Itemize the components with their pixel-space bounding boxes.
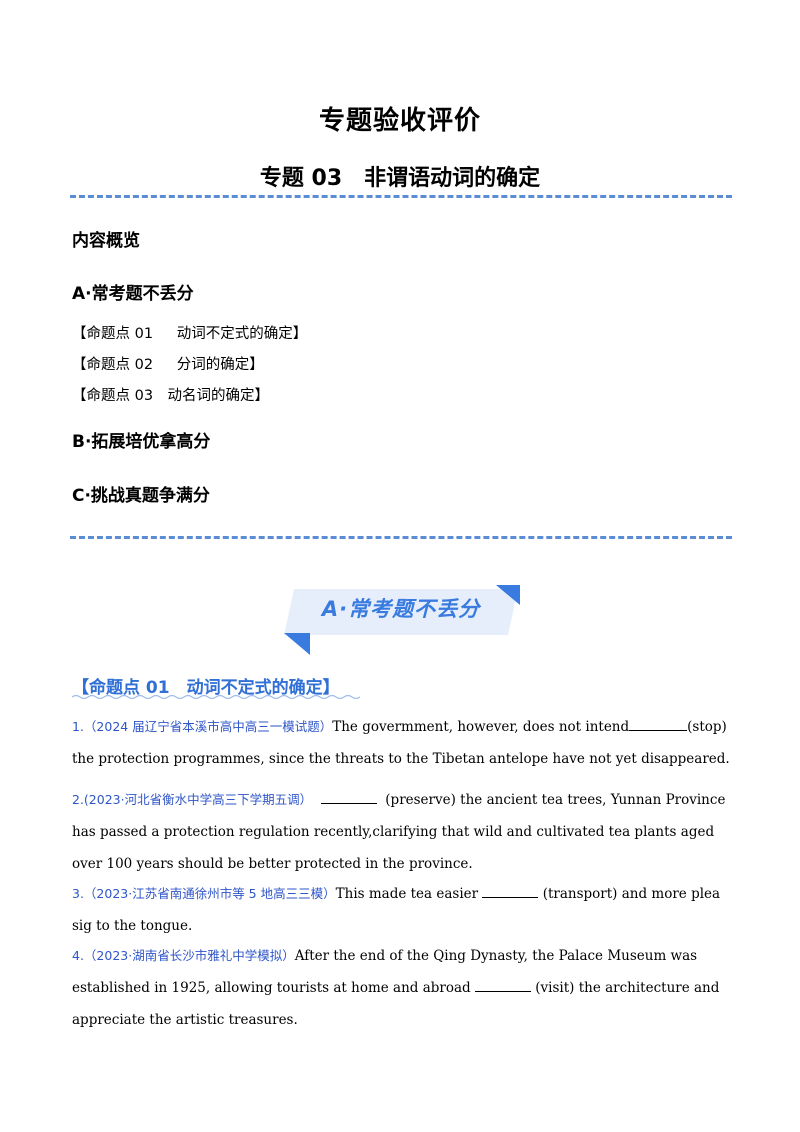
divider-bottom xyxy=(70,536,732,539)
question-source: 3.（2023·江苏省南通徐州市等 5 地高三三模） xyxy=(72,886,336,901)
question-text: This made tea easier xyxy=(335,886,479,902)
divider-top xyxy=(70,195,732,198)
question-text: (preserve) the ancient tea trees, Yunnan… xyxy=(72,792,726,872)
question-text: The govermment, however, does not intend xyxy=(332,719,630,735)
question-text: After the end of the Qing Dynasty, the P… xyxy=(72,948,698,996)
section-b-heading: B·拓展培优拿高分 xyxy=(72,432,211,452)
answer-blank[interactable] xyxy=(474,977,531,992)
question-source: 2.(2023·河北省衡水中学高三下学期五调） xyxy=(72,792,313,807)
question-item: 1.（2024 届辽宁省本溪市高中高三一模试题）The govermment, … xyxy=(72,711,732,775)
toc-item: 【命题点 02 分词的确定】 xyxy=(72,357,264,373)
question-source: 4.（2023·湖南省长沙市雅礼中学模拟） xyxy=(72,948,295,963)
section-a-heading: A·常考题不丢分 xyxy=(72,284,194,304)
answer-blank[interactable] xyxy=(629,716,688,731)
answer-blank[interactable] xyxy=(482,883,539,898)
toc-item: 【命题点 03 动名词的确定】 xyxy=(72,388,270,404)
banner-background xyxy=(284,585,520,655)
question-text: (visit) the architecture and appreciate … xyxy=(72,980,720,1028)
question-source: 1.（2024 届辽宁省本溪市高中高三一模试题） xyxy=(72,719,333,734)
question-item: 2.(2023·河北省衡水中学高三下学期五调） (preserve) the a… xyxy=(72,784,732,880)
section-a-banner: A·常考题不丢分 xyxy=(280,583,522,655)
topic-subtitle: 专题 03 非谓语动词的确定 xyxy=(259,166,541,191)
question-text: (transport) and more plea sig to the ton… xyxy=(72,886,721,934)
toc-item: 【命题点 01 动词不定式的确定】 xyxy=(72,326,308,342)
wavy-underline xyxy=(72,694,361,700)
question-item: 3.（2023·江苏省南通徐州市等 5 地高三三模）This made tea … xyxy=(72,878,732,942)
question-text: (stop) the protection programmes, since … xyxy=(72,719,730,767)
page-title: 专题验收评价 xyxy=(318,106,481,136)
answer-blank[interactable] xyxy=(320,789,377,804)
knowledge-point-title: 【命题点 01 动词不定式的确定】 xyxy=(72,678,340,698)
question-item: 4.（2023·湖南省长沙市雅礼中学模拟）After the end of th… xyxy=(72,940,732,1036)
banner-label: A·常考题不丢分 xyxy=(321,597,481,621)
overview-heading: 内容概览 xyxy=(72,231,140,251)
section-c-heading: C·挑战真题争满分 xyxy=(72,486,210,506)
